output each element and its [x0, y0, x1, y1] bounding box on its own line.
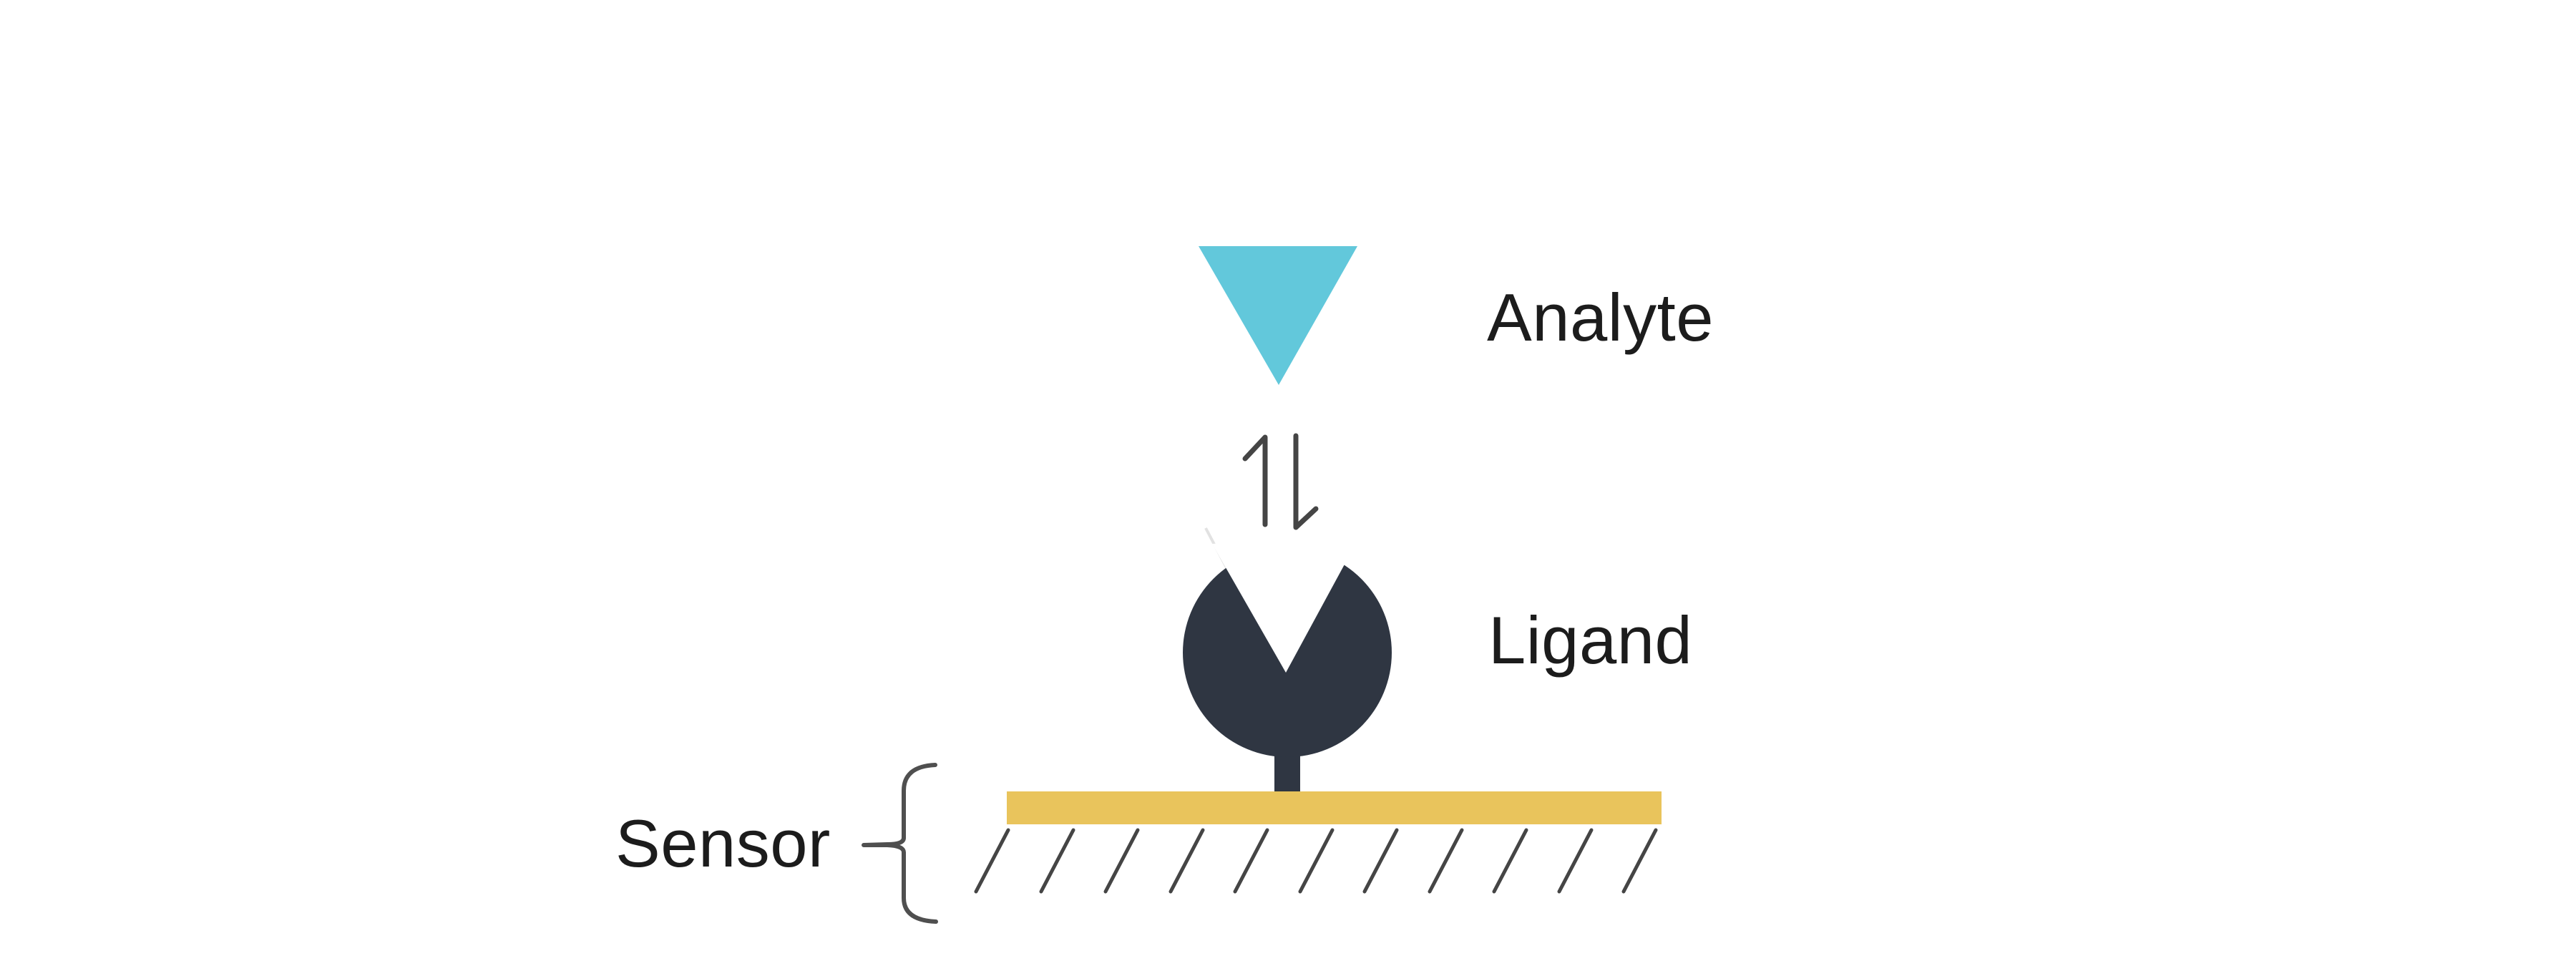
hatch-line — [1621, 828, 1658, 894]
sensor-brace — [862, 763, 938, 924]
ligand-icon — [1183, 537, 1392, 793]
equilibrium-arrows-icon — [1242, 433, 1319, 530]
hatch-line — [1492, 828, 1528, 894]
analyte-label: Analyte — [1487, 280, 1714, 355]
hatch-line — [1169, 828, 1205, 894]
hatch-line — [1298, 828, 1335, 894]
hatch-line — [1233, 828, 1269, 894]
hatch-line — [1039, 828, 1075, 894]
sensor-label: Sensor — [615, 806, 831, 881]
ligand-binding-notch — [1212, 537, 1360, 673]
hatch-line — [1362, 828, 1399, 894]
hatch-line — [1103, 828, 1140, 894]
hatch-line — [1557, 828, 1594, 894]
up-arrow-icon — [1242, 434, 1268, 527]
analyte-triangle-icon — [1199, 246, 1357, 385]
hatch-line — [1428, 828, 1464, 894]
surface-hatching — [974, 828, 1658, 894]
down-arrow-icon — [1293, 433, 1319, 530]
hatch-line — [974, 828, 1010, 894]
sensor-surface-bar — [1007, 791, 1662, 824]
ligand-label: Ligand — [1488, 602, 1693, 678]
